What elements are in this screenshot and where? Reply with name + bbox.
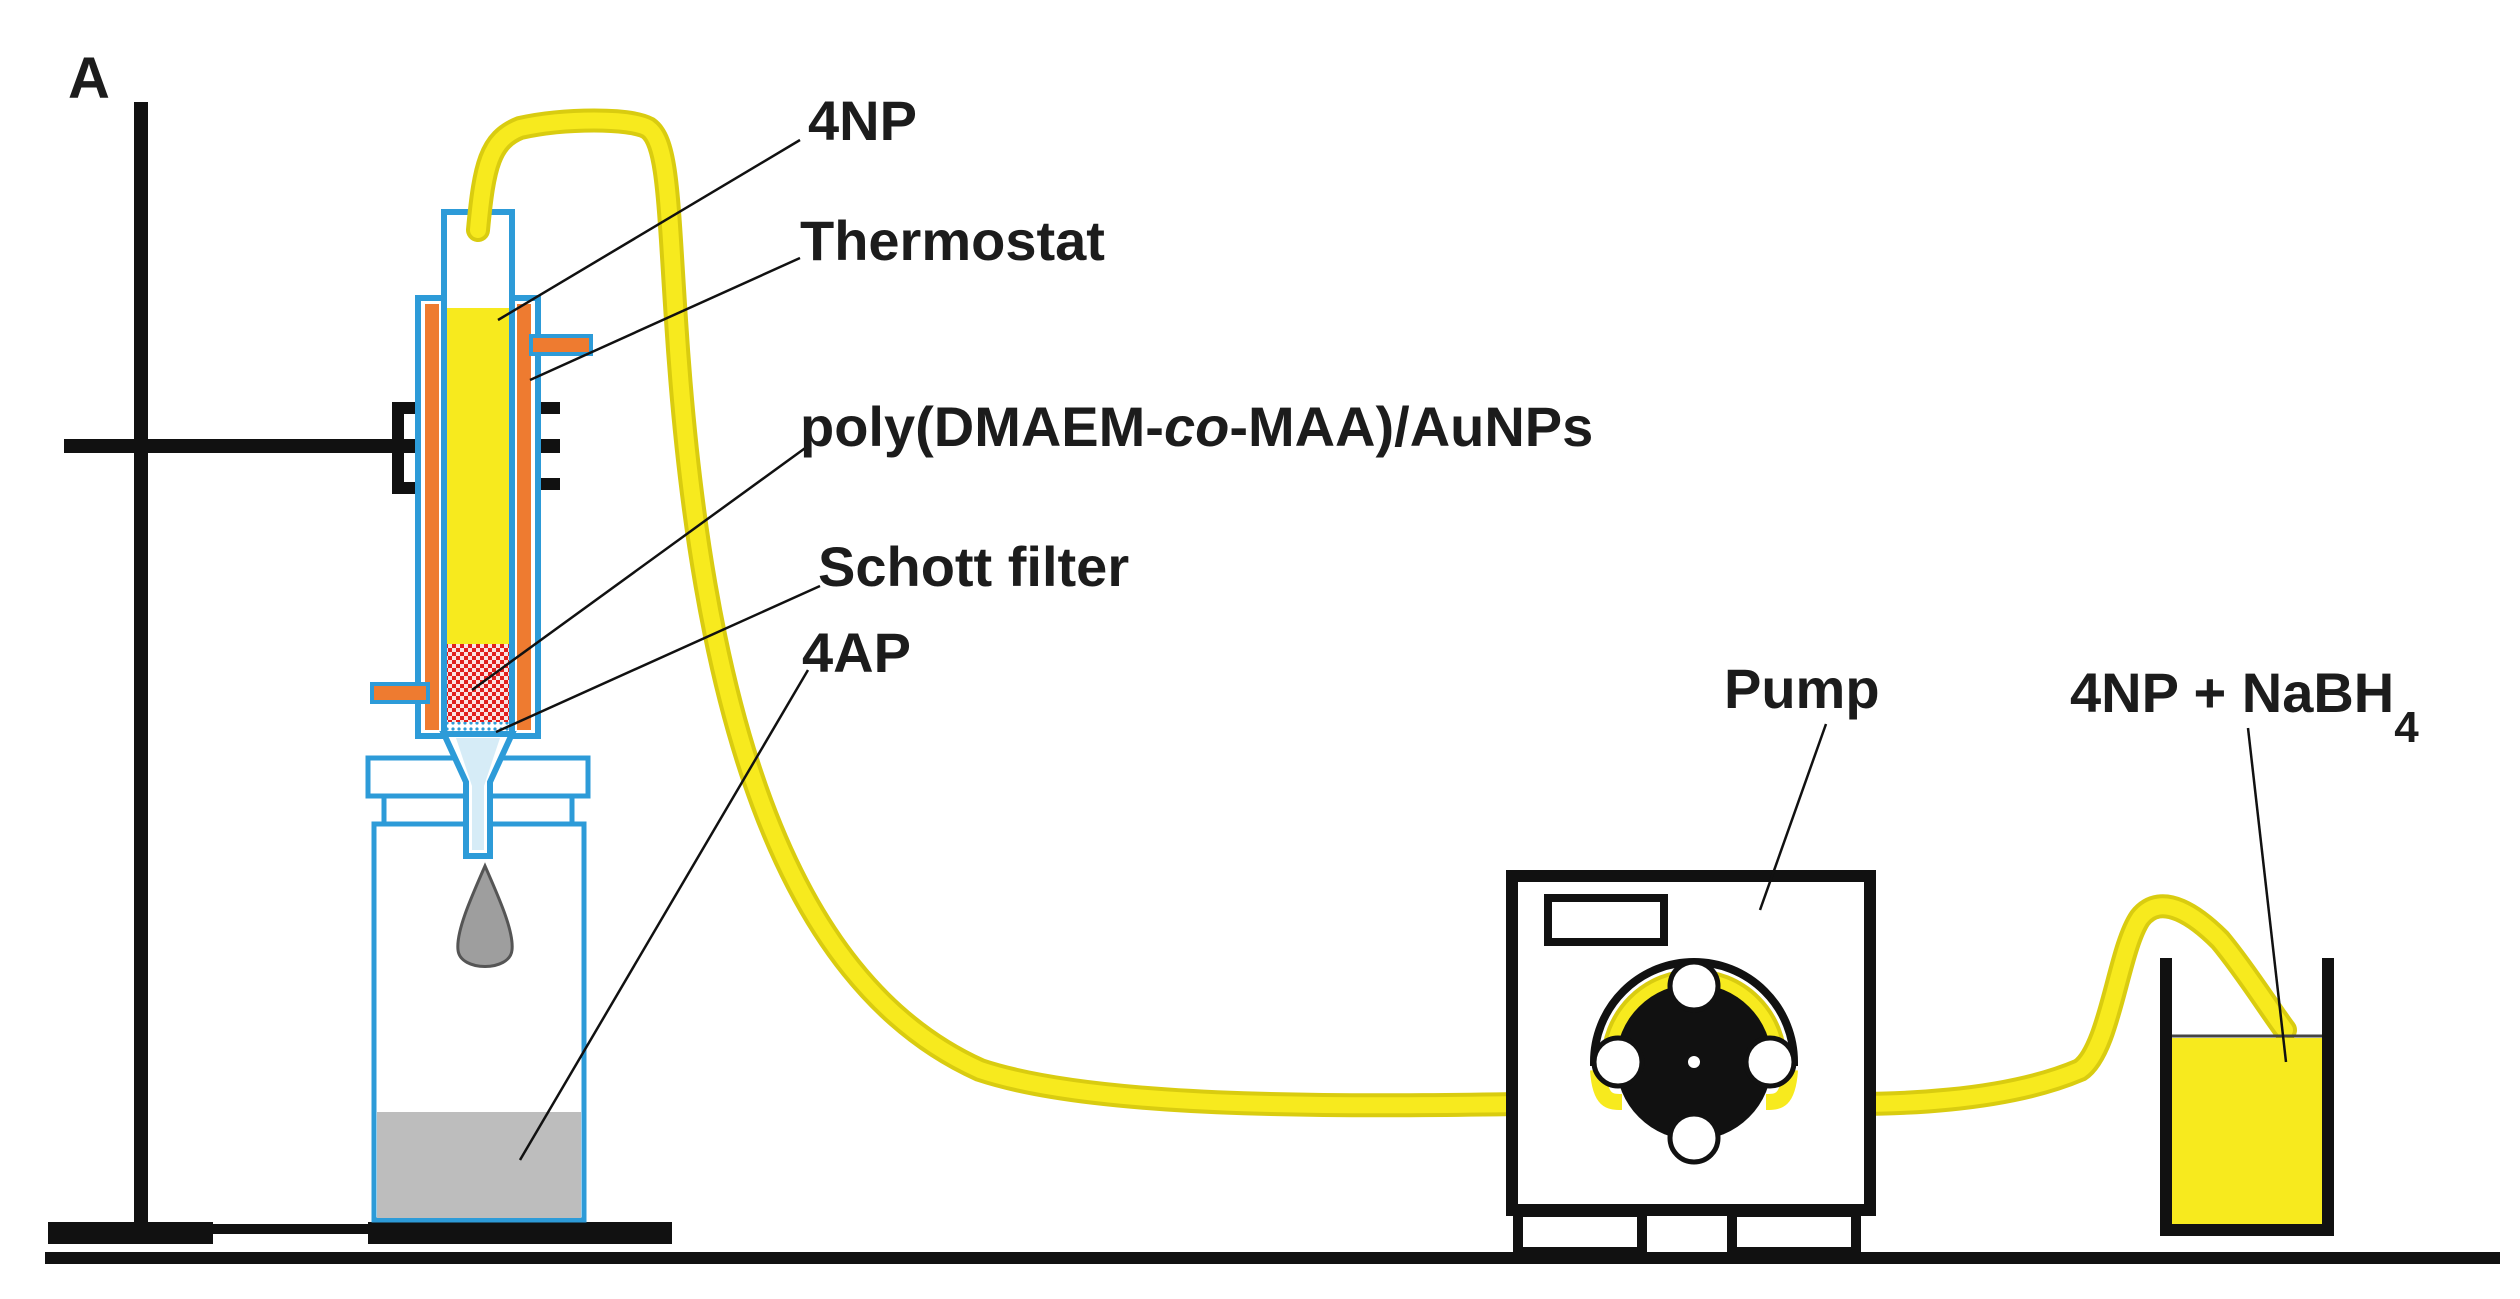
4np-solution: [447, 308, 509, 644]
roller-top: [1667, 959, 1721, 1013]
column-reactor: [370, 209, 593, 859]
feed-beaker: [2160, 958, 2334, 1236]
feed-main: 4NP + NaBH: [2070, 661, 2394, 724]
feed-subscript: 4: [2394, 703, 2419, 752]
feed-solution: [2172, 1038, 2322, 1224]
tubing: [466, 108, 2297, 1118]
clamp-left: [392, 402, 418, 494]
label-feed: 4NP + NaBH4: [2070, 661, 2419, 752]
label-catalyst: poly(DMAEM-co-MAA)/AuNPs: [800, 395, 1593, 458]
catalyst-prefix: poly(DMAEM-: [800, 395, 1164, 458]
label-thermostat: Thermostat: [800, 209, 1105, 272]
thermostat-outlet: [370, 682, 430, 704]
catalyst-suffix: -MAA)/AuNPs: [1229, 395, 1593, 458]
drop: [456, 862, 514, 968]
catalyst-bed: [447, 644, 509, 722]
label-4ap: 4AP: [802, 621, 911, 684]
jacket-left: [425, 304, 439, 730]
bench: [45, 1222, 2500, 1264]
product-4ap: [377, 1112, 581, 1218]
jacket-right: [517, 304, 531, 730]
roller-left: [1591, 1035, 1645, 1089]
peristaltic-pump: [1506, 870, 1876, 1257]
roller-right: [1743, 1035, 1797, 1089]
leader-lines: [471, 138, 2288, 1161]
label-pump: Pump: [1724, 657, 1880, 720]
pump-display: [1544, 894, 1668, 946]
roller-bottom: [1667, 1111, 1721, 1165]
label-schott-filter: Schott filter: [818, 535, 1129, 598]
panel-label: A: [68, 46, 110, 111]
thermostat-inlet: [529, 334, 593, 356]
catalyst-co: co: [1164, 395, 1229, 458]
label-4np: 4NP: [808, 89, 917, 152]
